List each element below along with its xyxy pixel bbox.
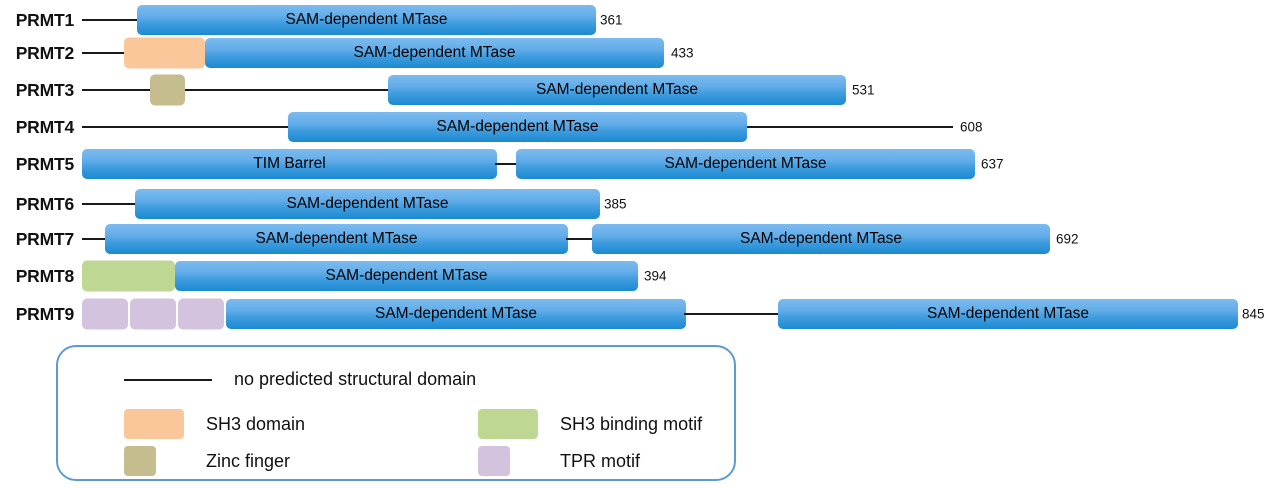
- protein-length-label: 385: [604, 196, 627, 212]
- backbone-line: [82, 203, 135, 205]
- domain-block-mtase: SAM-dependent MTase: [105, 224, 568, 254]
- domain-block-tpr-motif: [130, 298, 176, 330]
- domain-block-mtase: SAM-dependent MTase: [388, 75, 846, 105]
- domain-block-zinc-finger: [150, 74, 185, 106]
- domain-block-mtase: SAM-dependent MTase: [175, 261, 638, 291]
- domain-block-mtase: SAM-dependent MTase: [288, 112, 747, 142]
- protein-length-label: 361: [600, 12, 623, 28]
- domain-block-tpr-motif: [178, 298, 224, 330]
- backbone-line: [82, 19, 137, 21]
- protein-length-label: 845: [1242, 306, 1265, 322]
- domain-block-tpr-motif: [82, 298, 128, 330]
- legend-item-label: SH3 domain: [206, 413, 306, 434]
- domain-block-sh3: [124, 37, 205, 69]
- protein-name-label: PRMT7: [15, 228, 75, 249]
- protein-name-label: PRMT9: [15, 303, 75, 324]
- domain-block-mtase: SAM-dependent MTase: [778, 299, 1238, 329]
- domain-block-sh3-binding-motif: [82, 260, 175, 292]
- protein-row-prmt5: PRMT5 TIM Barrel SAM-dependent MTase 637: [0, 144, 1268, 184]
- legend-item: Zinc finger: [124, 446, 290, 476]
- protein-length-label: 394: [644, 268, 667, 284]
- protein-row-prmt8: PRMT8 SAM-dependent MTase 394: [0, 256, 1268, 296]
- backbone-line: [82, 89, 388, 91]
- domain-block-mtase: SAM-dependent MTase: [516, 149, 975, 179]
- legend-swatch-tpr: [478, 446, 510, 476]
- backbone-line: [82, 238, 107, 240]
- protein-row-prmt4: PRMT4 SAM-dependent MTase 608: [0, 107, 1268, 147]
- protein-name-label: PRMT4: [15, 116, 75, 137]
- protein-row-prmt3: PRMT3 SAM-dependent MTase 531: [0, 70, 1268, 110]
- backbone-line: [495, 163, 518, 165]
- protein-length-label: 637: [981, 156, 1004, 172]
- protein-name-label: PRMT1: [15, 9, 75, 30]
- domain-block-mtase: SAM-dependent MTase: [137, 5, 596, 35]
- domain-block-mtase: SAM-dependent MTase: [135, 189, 600, 219]
- legend-item: SH3 binding motif: [478, 409, 702, 439]
- legend-item: SH3 domain: [124, 409, 305, 439]
- backbone-line: [684, 313, 780, 315]
- backbone-line: [566, 238, 594, 240]
- backbone-line: [82, 52, 124, 54]
- legend-swatch-zinc: [124, 446, 156, 476]
- legend-swatch-sh3: [124, 409, 184, 439]
- protein-row-prmt7: PRMT7 SAM-dependent MTase SAM-dependent MT…: [0, 219, 1268, 259]
- protein-length-label: 608: [960, 119, 983, 135]
- protein-length-label: 531: [852, 82, 875, 98]
- protein-length-label: 692: [1056, 231, 1079, 247]
- protein-row-prmt9: PRMT9 SAM-dependent MTase SAM-dependent MT…: [0, 294, 1268, 334]
- legend-item-label: TPR motif: [560, 450, 641, 471]
- protein-name-label: PRMT5: [15, 153, 75, 174]
- legend-item: TPR motif: [478, 446, 640, 476]
- domain-block-mtase: SAM-dependent MTase: [205, 38, 664, 68]
- legend-swatch-line: [124, 378, 212, 381]
- domain-block-mtase: SAM-dependent MTase: [592, 224, 1050, 254]
- legend-item-label: SH3 binding motif: [560, 413, 703, 434]
- legend-item-label: no predicted structural domain: [234, 369, 477, 389]
- legend-item: no predicted structural domain: [124, 369, 476, 390]
- domain-block-mtase: SAM-dependent MTase: [226, 299, 686, 329]
- protein-name-label: PRMT2: [15, 42, 75, 63]
- domain-block-mtase: TIM Barrel: [82, 149, 497, 179]
- protein-row-prmt2: PRMT2 SAM-dependent MTase 433: [0, 33, 1268, 73]
- protein-length-label: 433: [671, 45, 694, 61]
- protein-name-label: PRMT8: [15, 265, 75, 286]
- protein-name-label: PRMT6: [15, 193, 75, 214]
- legend-item-label: Zinc finger: [206, 450, 291, 471]
- protein-name-label: PRMT3: [15, 79, 75, 100]
- legend-swatch-sh3bind: [478, 409, 538, 439]
